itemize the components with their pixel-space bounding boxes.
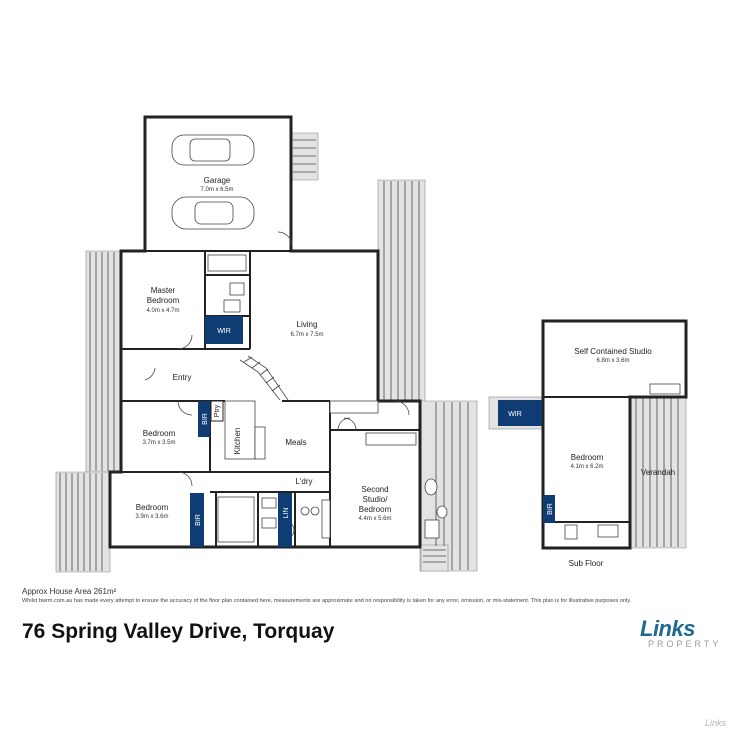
bathroom-fixtures [207, 254, 448, 543]
studio-deck-stairs [423, 549, 446, 563]
floor-plan: WIR BIR Ptry BIR LIN WIR BIR Garage 7.0m… [55, 115, 688, 573]
disclaimer: Whilst bwrm.com.au has made every attemp… [22, 598, 632, 604]
tag-ptry: Ptry [210, 400, 224, 422]
property-address: 76 Spring Valley Drive, Torquay [22, 620, 335, 643]
second-studio-label-1: Second [361, 485, 388, 494]
logo-wordmark: Links [640, 616, 695, 641]
svg-text:WIR: WIR [217, 328, 231, 335]
studio-label: Self Contained Studio [574, 347, 652, 356]
tag-wir-studio: WIR [498, 400, 542, 426]
watermark: Links [705, 718, 727, 728]
door-swings [144, 231, 410, 487]
garage-dims: 7.0m x 6.5m [200, 187, 233, 193]
svg-text:LIN: LIN [283, 508, 290, 519]
tag-lin: LIN [278, 493, 292, 547]
car-top [171, 134, 255, 166]
second-studio-label-2: Studio/ [363, 495, 389, 504]
deck-stripes [59, 139, 679, 571]
logo-subtitle: PROPERTY [648, 639, 722, 649]
studio-bedroom-label: Bedroom [571, 453, 604, 462]
second-studio-label-3: Bedroom [359, 505, 392, 514]
master-bedroom-label-2: Bedroom [147, 296, 180, 305]
tag-bir-bedroom3: BIR [190, 493, 204, 547]
garage-label: Garage [204, 176, 231, 185]
house-area: Approx House Area 261m² [22, 587, 117, 596]
tag-bir-bedroom2: BIR [198, 401, 210, 437]
meals-label: Meals [285, 438, 306, 447]
tag-bir-studio: BIR [543, 495, 555, 523]
deck-left [85, 250, 122, 473]
tag-wir-master: WIR [205, 316, 243, 344]
car-bottom [171, 196, 255, 230]
studio-fixtures [564, 383, 681, 540]
bedroom2-dims: 3.7m x 3.5m [142, 440, 175, 446]
bedroom3-dims: 3.9m x 3.6m [135, 514, 168, 520]
living-label: Living [297, 320, 318, 329]
svg-text:BIR: BIR [195, 514, 202, 526]
studio-bedroom-dims: 4.1m x 6.2m [570, 464, 603, 470]
master-bedroom-label-1: Master [151, 286, 176, 295]
bedroom3-label: Bedroom [136, 503, 169, 512]
studio-dims: 6.8m x 3.6m [596, 358, 629, 364]
second-studio-dims: 4.4m x 5.6m [358, 516, 391, 522]
sub-floor-label: Sub Floor [569, 559, 604, 568]
verandah-label: Verandah [641, 468, 675, 477]
studio-fill [543, 321, 686, 548]
living-dims: 6.7m x 7.5m [290, 332, 323, 338]
house-fill [111, 118, 419, 546]
master-bedroom-dims: 4.0m x 4.7m [146, 308, 179, 314]
svg-text:WIR: WIR [508, 411, 522, 418]
svg-text:BIR: BIR [202, 413, 209, 425]
kitchen-label: Kitchen [233, 428, 242, 455]
links-property-logo: Links PROPERTY [640, 616, 730, 649]
deck-bottom-left [55, 471, 111, 573]
svg-text:BIR: BIR [547, 503, 554, 515]
bedroom2-label: Bedroom [143, 429, 176, 438]
laundry-label: L'dry [295, 477, 312, 486]
entry-label: Entry [173, 373, 192, 382]
svg-text:Ptry: Ptry [214, 404, 221, 417]
entry-stairs [239, 355, 289, 401]
deck-studio-stairs [420, 544, 449, 572]
kitchen-fittings [224, 400, 417, 516]
deck-right [377, 179, 426, 404]
